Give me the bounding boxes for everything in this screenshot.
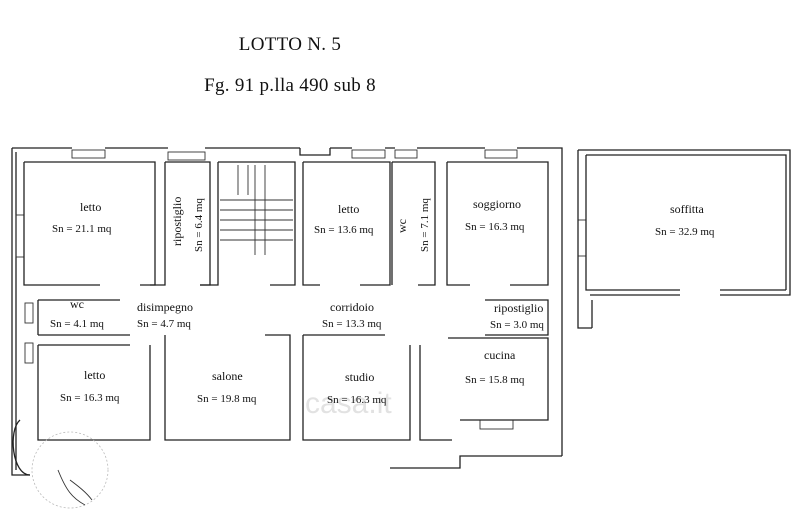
room-letto-3-area: Sn = 16.3 mq: [60, 392, 120, 404]
lot-title: LOTTO N. 5: [238, 34, 342, 55]
room-soffitta-name: soffitta: [670, 202, 704, 216]
room-letto-1-name: letto: [80, 200, 101, 214]
room-soggiorno-name: soggiorno: [473, 197, 521, 211]
stamp-seal: [31, 431, 109, 509]
room-soffitta-area: Sn = 32.9 mq: [655, 226, 715, 238]
room-soggiorno-area: Sn = 16.3 mq: [465, 221, 525, 233]
attic-walls: [577, 149, 791, 329]
room-corridoio-area: Sn = 13.3 mq: [322, 318, 382, 330]
room-ripostiglio-2-area: Sn = 3.0 mq: [490, 319, 544, 331]
room-wc-2-name: wc: [70, 297, 84, 311]
room-ripostiglio-2-name: ripostiglio: [494, 301, 543, 315]
room-wc-2-area: Sn = 4.1 mq: [50, 318, 104, 330]
room-letto-1-area: Sn = 21.1 mq: [52, 223, 112, 235]
room-wc-1-name: wc: [395, 219, 409, 233]
room-salone-area: Sn = 19.8 mq: [197, 393, 257, 405]
room-ripostiglio-1-name: ripostiglio: [170, 197, 184, 246]
room-corridoio-name: corridoio: [330, 300, 374, 314]
room-studio-area: Sn = 16.3 mq: [327, 394, 387, 406]
room-letto-2-area: Sn = 13.6 mq: [314, 224, 374, 236]
exterior-walls: [11, 147, 563, 476]
room-salone-name: salone: [212, 369, 243, 383]
room-studio-name: studio: [345, 370, 374, 384]
interior-walls: [23, 161, 549, 441]
watermark: casa.it: [305, 387, 392, 420]
room-disimpegno-area: Sn = 4.7 mq: [137, 318, 191, 330]
room-ripostiglio-1-area: Sn = 6.4 mq: [193, 198, 205, 252]
room-wc-1-area: Sn = 7.1 mq: [419, 198, 431, 252]
room-letto-3-name: letto: [84, 368, 105, 382]
room-disimpegno-name: disimpegno: [137, 300, 193, 314]
room-cucina-area: Sn = 15.8 mq: [465, 374, 525, 386]
room-cucina-name: cucina: [484, 348, 516, 362]
cadastral-reference: Fg. 91 p.lla 490 sub 8: [204, 75, 376, 96]
windows: [15, 149, 587, 430]
room-letto-2-name: letto: [338, 202, 359, 216]
